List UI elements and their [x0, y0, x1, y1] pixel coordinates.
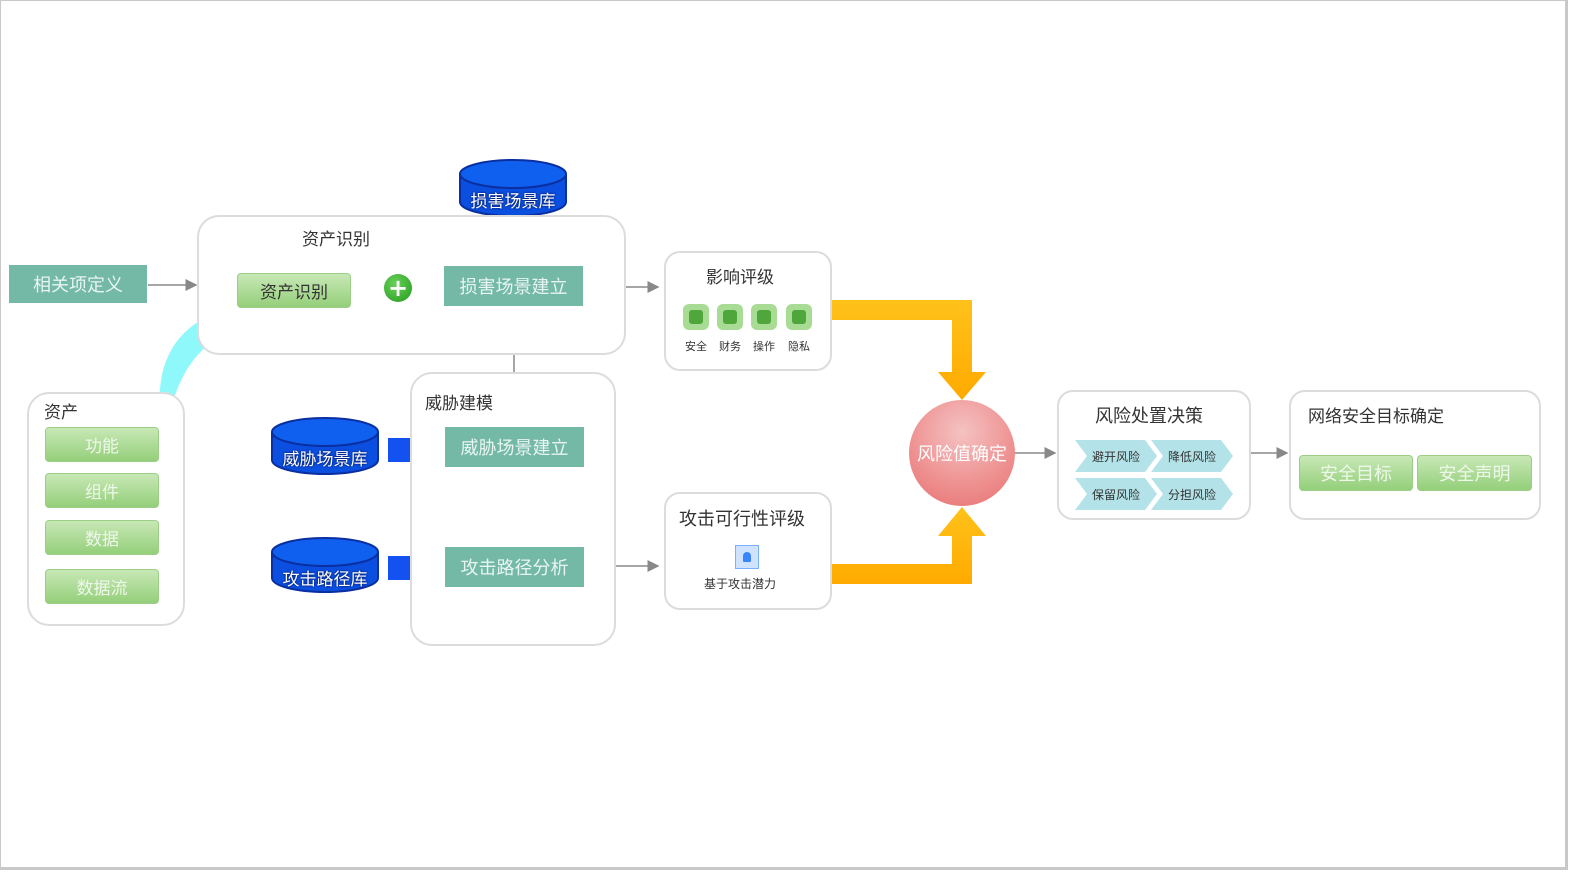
attack-path-button[interactable]: 攻击路径分析: [445, 547, 584, 587]
damage-scenario-db-label: 损害场景库: [470, 192, 556, 212]
cybersecurity-goals-title: 网络安全目标确定: [1308, 407, 1444, 427]
attack-feasibility-subtitle: 基于攻击潜力: [704, 577, 777, 591]
assets-title: 资产: [44, 403, 78, 423]
safety-icon: [683, 304, 709, 330]
risk-option-avoid-label: 避开风险: [1091, 449, 1140, 464]
asset-item-dataflow[interactable]: 数据流: [45, 569, 159, 604]
impact-label-safety: 安全: [685, 340, 707, 353]
risk-option-retain-label: 保留风险: [1091, 487, 1140, 502]
attack-path-db-cylinder: [271, 537, 379, 593]
threat-modeling-group: [410, 372, 616, 646]
asset-item-function[interactable]: 功能: [45, 427, 159, 462]
risk-option-reduce[interactable]: 降低风险: [1151, 440, 1233, 472]
finance-icon: [717, 304, 743, 330]
security-goal-button[interactable]: 安全目标: [1299, 455, 1413, 491]
asset-item-component[interactable]: 组件: [45, 473, 159, 508]
risk-option-avoid[interactable]: 避开风险: [1075, 440, 1157, 472]
risk-treatment-title: 风险处置决策: [1095, 406, 1203, 427]
attack-path-db[interactable]: 攻击路径库: [272, 538, 378, 594]
threat-scenario-db-label: 威胁场景库: [282, 450, 368, 470]
risk-option-share-label: 分担风险: [1167, 487, 1216, 502]
threat-modeling-title: 威胁建模: [425, 394, 493, 414]
security-claim-button[interactable]: 安全声明: [1417, 455, 1532, 491]
impact-label-operation: 操作: [753, 340, 775, 353]
impact-label-finance: 财务: [719, 340, 741, 353]
impact-label-privacy: 隐私: [788, 340, 810, 353]
canvas-frame: [0, 0, 1568, 870]
asset-identification-title: 资产识别: [302, 230, 370, 250]
risk-option-retain[interactable]: 保留风险: [1075, 478, 1157, 510]
orange-arrow-impact-to-risk: [830, 300, 986, 400]
threat-scenario-db[interactable]: 威胁场景库: [272, 418, 378, 474]
asset-identification-button[interactable]: 资产识别: [237, 273, 351, 308]
threat-db-cylinder: [271, 417, 379, 475]
operation-icon: [751, 304, 777, 330]
asset-item-data[interactable]: 数据: [45, 520, 159, 555]
threat-scenario-button[interactable]: 威胁场景建立: [445, 427, 584, 467]
risk-option-reduce-label: 降低风险: [1167, 449, 1216, 464]
network-icon: [735, 545, 759, 569]
impact-rating-title: 影响评级: [706, 268, 774, 288]
plus-icon: +: [384, 274, 412, 302]
risk-option-share[interactable]: 分担风险: [1151, 478, 1233, 510]
related-item-definition[interactable]: 相关项定义: [9, 265, 147, 303]
attack-path-db-label: 攻击路径库: [282, 570, 368, 590]
privacy-icon: [786, 304, 812, 330]
damage-scenario-db[interactable]: 损害场景库: [460, 160, 566, 216]
damage-scenario-button[interactable]: 损害场景建立: [444, 266, 583, 306]
orange-arrow-feasibility-to-risk: [830, 507, 986, 584]
risk-value-determination[interactable]: 风险值确定: [909, 400, 1015, 506]
attack-feasibility-title: 攻击可行性评级: [679, 509, 805, 530]
